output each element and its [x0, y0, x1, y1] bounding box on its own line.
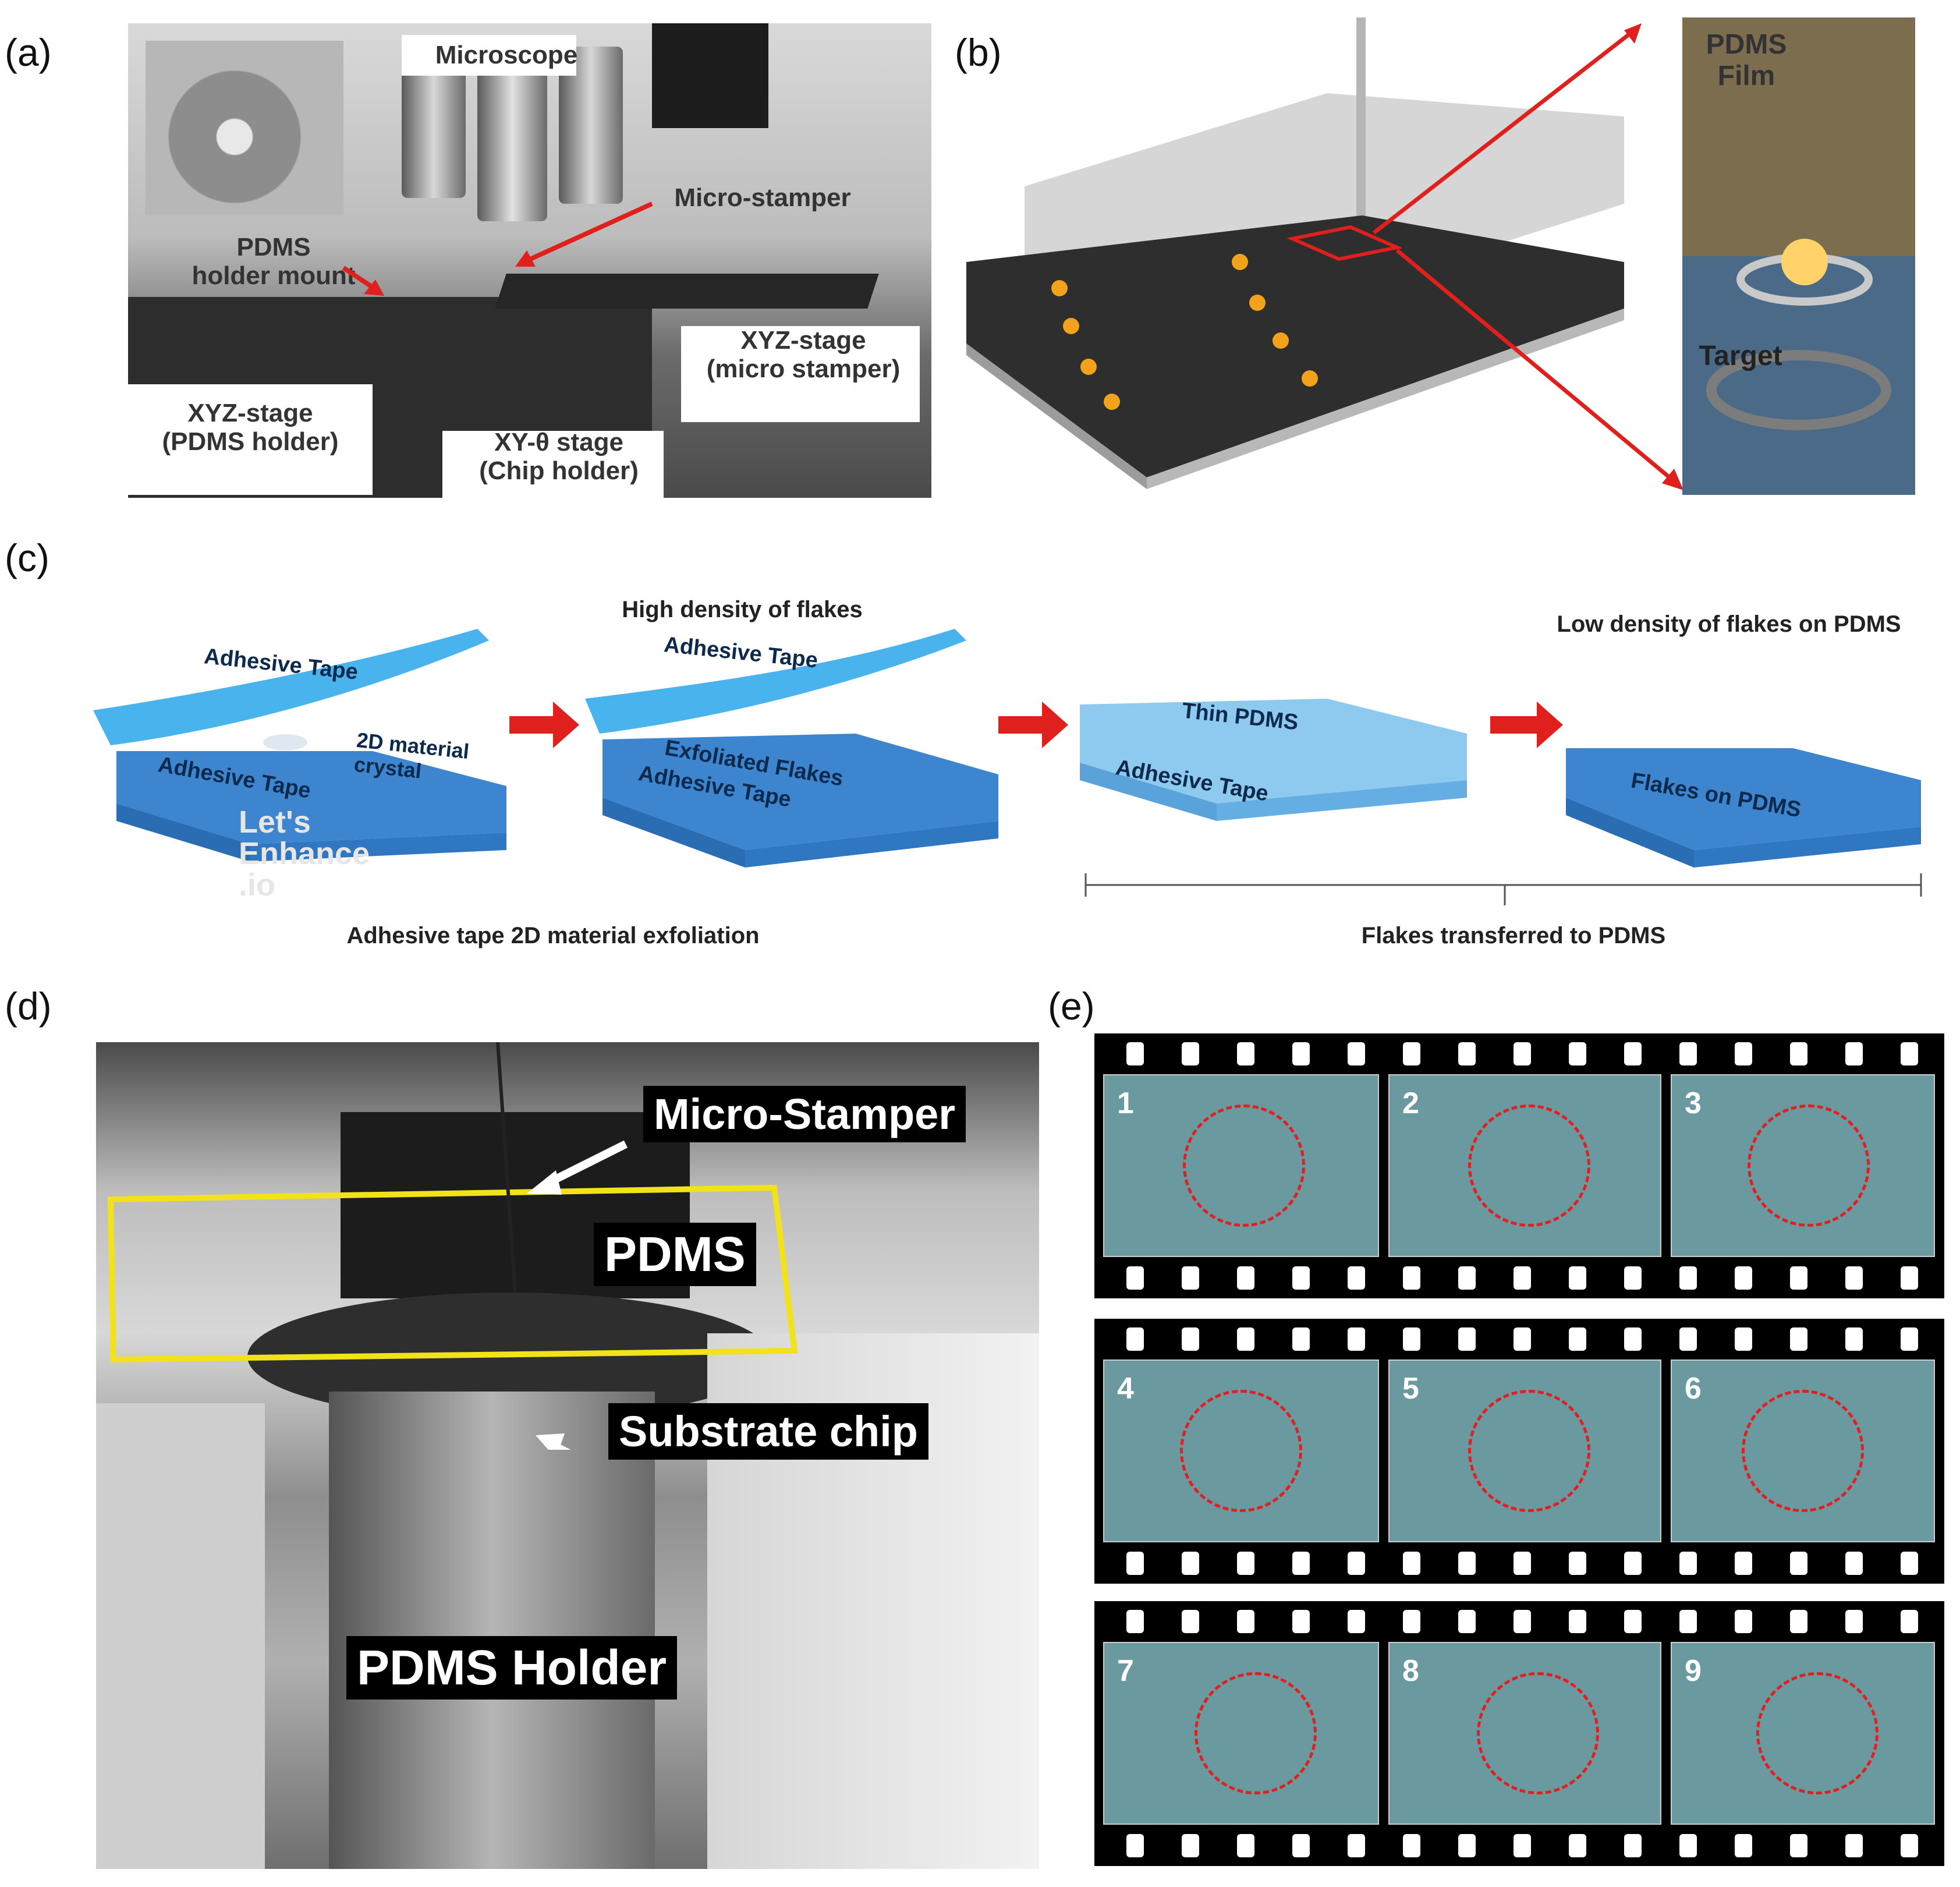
frame-number-5: 5 — [1402, 1372, 1419, 1405]
frame-number-8: 8 — [1402, 1654, 1419, 1688]
film-frame-7: 7 — [1103, 1642, 1379, 1825]
panel-c-bracket-right — [1084, 873, 1922, 905]
xyz-stage-pdms-label: XYZ-stage (PDMS holder) — [162, 399, 339, 456]
film-frame-2: 2 — [1388, 1074, 1661, 1257]
frame-number-3: 3 — [1685, 1086, 1702, 1120]
watermark-text: Let's Enhance .io — [239, 805, 370, 902]
frame-number-7: 7 — [1117, 1654, 1134, 1688]
micro-stamper-label: Micro-stamper — [674, 183, 851, 212]
film-frame-6: 6 — [1671, 1360, 1935, 1542]
substrate-chip-label: Substrate chip — [608, 1403, 928, 1460]
frame-number-4: 4 — [1117, 1372, 1134, 1405]
target-label: Target — [1699, 341, 1782, 371]
frame-number-6: 6 — [1685, 1372, 1702, 1405]
panel-c-illustration — [93, 629, 1921, 868]
pdms-holder-mount-label: PDMS holder mount — [192, 233, 356, 291]
frame-number-1: 1 — [1117, 1086, 1134, 1120]
xy-theta-stage-label: XY-θ stage (Chip holder) — [479, 428, 639, 486]
microscope-label: Microscope — [435, 41, 578, 69]
bracket-left-label: Adhesive tape 2D material exfoliation — [346, 923, 760, 948]
pdms-holder-label: PDMS Holder — [346, 1636, 678, 1700]
xyz-stage-micro-label: XYZ-stage (micro stamper) — [706, 326, 901, 384]
panel-e-label: (e) — [1048, 985, 1095, 1028]
panel-a-label: (a) — [5, 31, 52, 74]
panel-d-label: (d) — [5, 985, 52, 1028]
panel-c-label: (c) — [5, 536, 49, 579]
film-frame-1: 1 — [1103, 1074, 1379, 1257]
panel-b-label: (b) — [955, 31, 1002, 74]
panel-d-photo — [96, 1042, 1039, 1869]
film-frame-4: 4 — [1103, 1360, 1379, 1542]
micro-stamper-photo-label: Micro-Stamper — [643, 1086, 966, 1142]
film-frame-5: 5 — [1388, 1360, 1661, 1542]
pdms-film-label: PDMS Film — [1706, 29, 1787, 91]
panel-b-illustration — [966, 17, 1915, 495]
film-frame-9: 9 — [1671, 1642, 1935, 1825]
low-density-label: Low density of flakes on PDMS — [1557, 611, 1901, 637]
frame-number-9: 9 — [1685, 1654, 1702, 1688]
frame-number-2: 2 — [1402, 1086, 1419, 1120]
film-frame-8: 8 — [1388, 1642, 1661, 1825]
high-density-label: High density of flakes — [622, 597, 863, 622]
pdms-photo-label: PDMS — [594, 1223, 756, 1286]
film-frame-3: 3 — [1671, 1074, 1935, 1257]
panel-a-arrows — [342, 201, 653, 296]
bracket-right-label: Flakes transferred to PDMS — [1361, 923, 1666, 948]
